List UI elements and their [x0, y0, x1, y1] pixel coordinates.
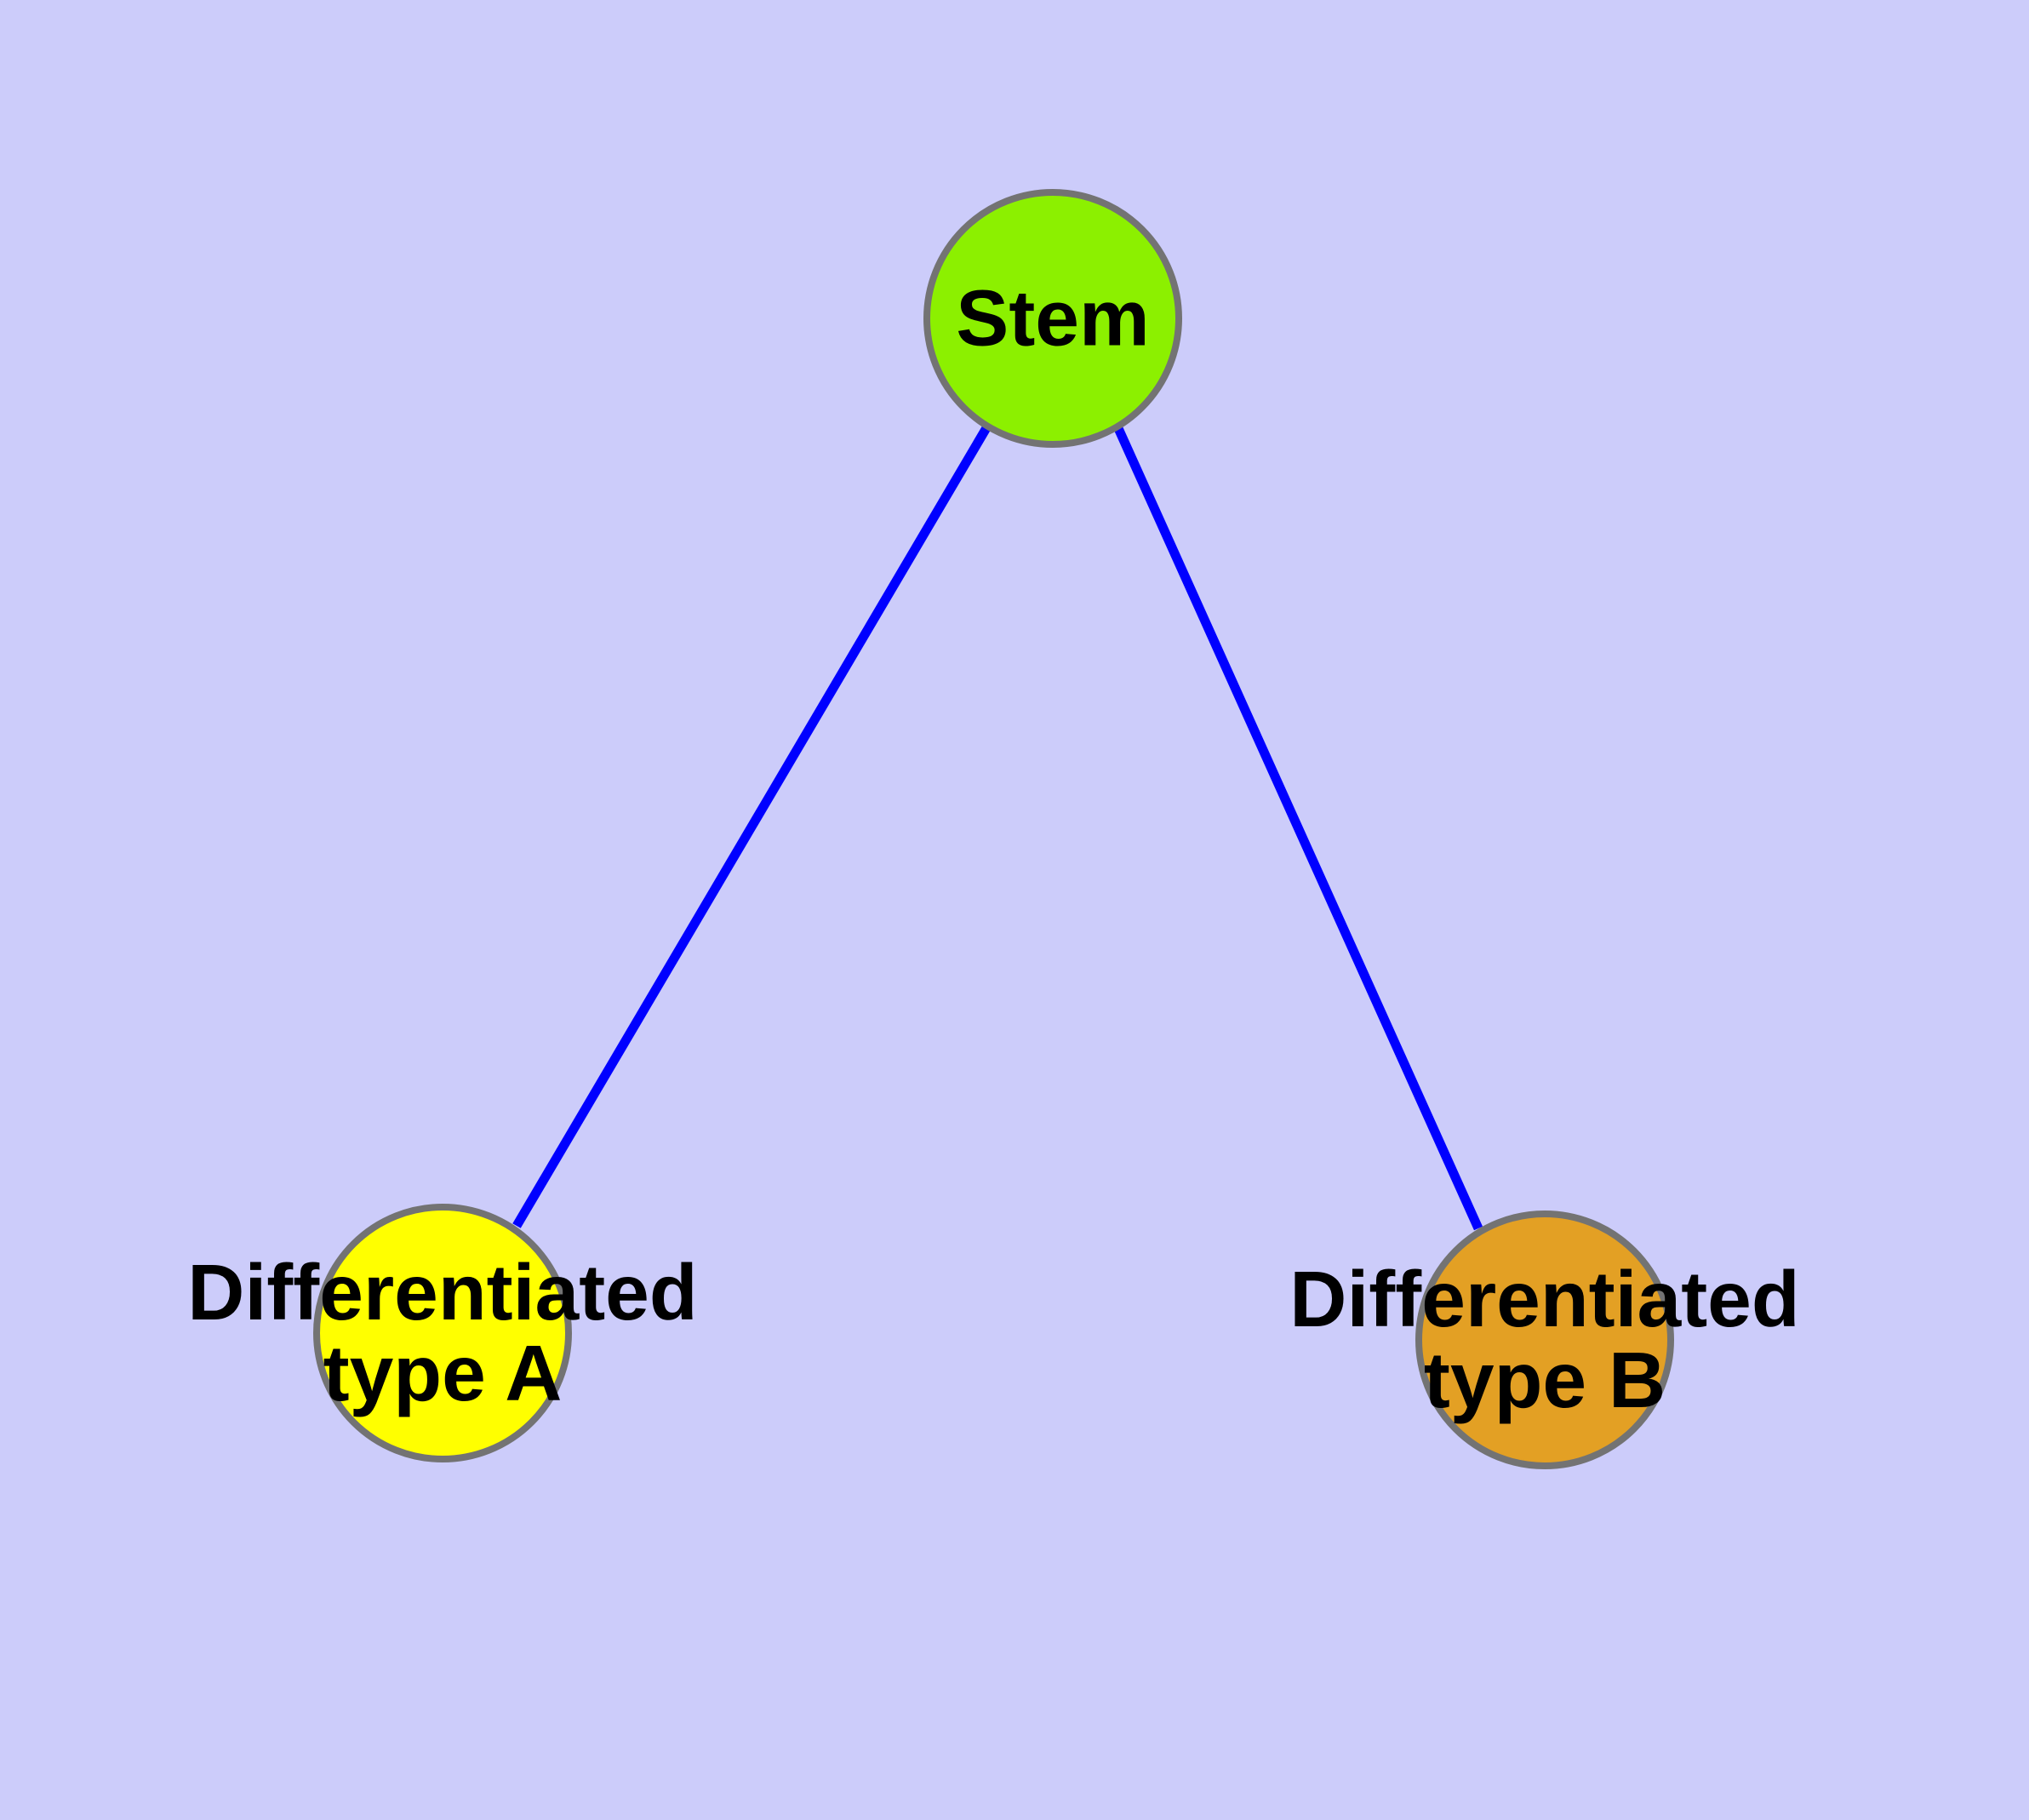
- edge-stem-to-diff-b[interactable]: [1112, 424, 1483, 1231]
- node-stem-circle[interactable]: [923, 189, 1182, 448]
- node-diff-a-circle[interactable]: [313, 1204, 572, 1462]
- edges-layer: [512, 424, 1483, 1231]
- nodes-layer: [313, 189, 1674, 1469]
- edge-stem-to-diff-a[interactable]: [512, 424, 992, 1228]
- node-diff-b-circle[interactable]: [1415, 1210, 1674, 1469]
